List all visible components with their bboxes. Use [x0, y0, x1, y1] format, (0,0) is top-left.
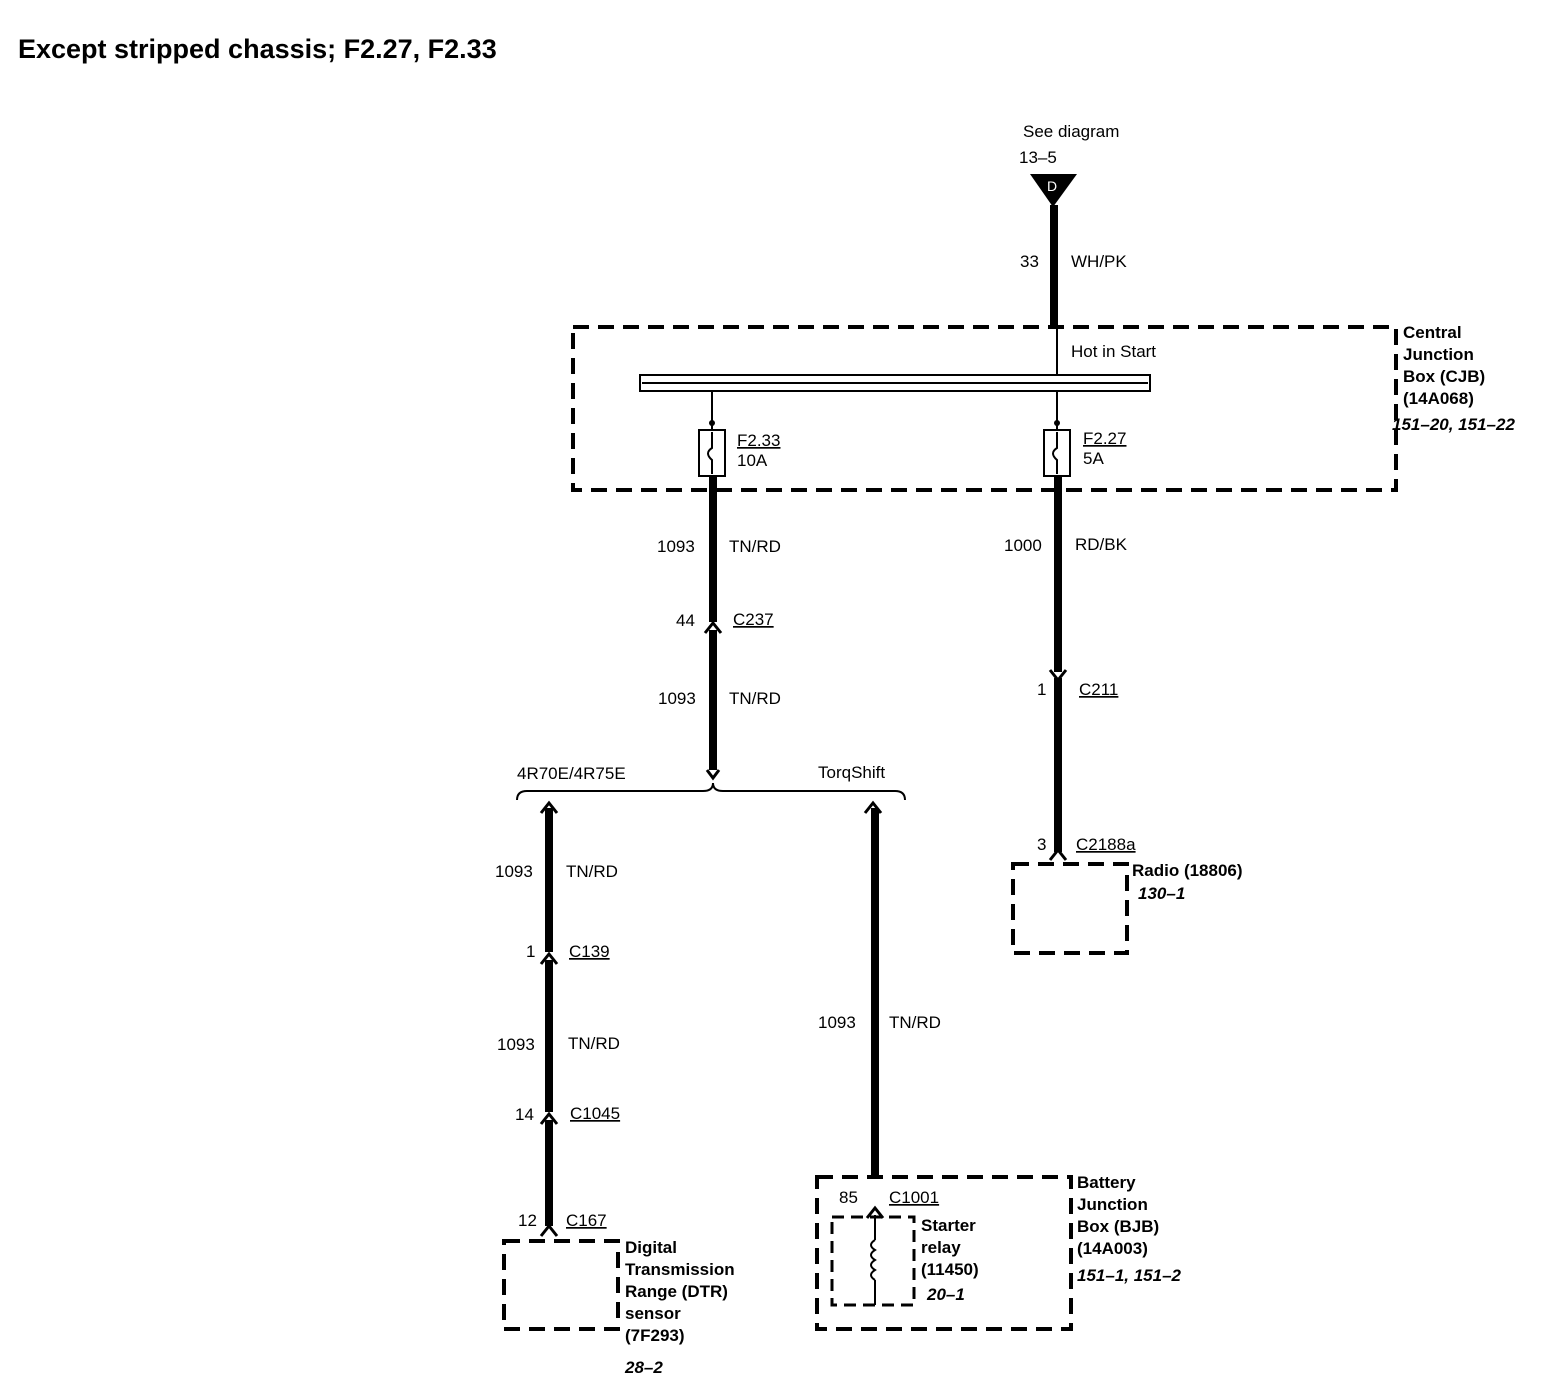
cjb-name-2: Junction	[1403, 345, 1474, 364]
splice-icon	[705, 769, 721, 781]
battery-junction-box	[815, 1175, 1073, 1331]
dtr-name-1: Digital	[625, 1238, 677, 1257]
option-brace	[516, 782, 906, 801]
connector-c139-pin: 1	[526, 942, 535, 961]
wire-1093-c-color: TN/RD	[566, 862, 618, 881]
fuse-f227-icon	[1052, 432, 1058, 474]
bus-label: Hot in Start	[1071, 342, 1156, 361]
wire-33-circuit: 33	[1020, 252, 1039, 271]
fuse-f227-id: F2.27	[1083, 429, 1126, 448]
wire-1000-color: RD/BK	[1075, 535, 1128, 554]
fuse-f233-id: F2.33	[737, 431, 780, 450]
connector-c167-name: C167	[566, 1211, 607, 1230]
wire-33-color: WH/PK	[1071, 252, 1127, 271]
dtr-name-5: (7F293)	[625, 1326, 685, 1345]
dtr-leg-top-icon	[539, 800, 559, 814]
starter-relay-box	[830, 1215, 916, 1307]
wire-1093-b-color: TN/RD	[729, 689, 781, 708]
connector-c1001-icon	[865, 1205, 885, 1219]
starter-name-3: (11450)	[921, 1260, 979, 1279]
radio-page: 130–1	[1138, 884, 1185, 903]
page-connector-icon	[1030, 174, 1077, 207]
cjb-name-4: (14A068)	[1403, 389, 1474, 408]
bjb-name-4: (14A003)	[1077, 1239, 1148, 1258]
fuse-f233-icon	[707, 432, 713, 474]
wire-1093-c-circuit: 1093	[495, 862, 533, 881]
radio-box	[1011, 862, 1129, 955]
wire-1093-a-circuit: 1093	[657, 537, 695, 556]
bjb-name-2: Junction	[1077, 1195, 1148, 1214]
connector-c2188a-name: C2188a	[1076, 835, 1136, 854]
connector-c1045-icon	[539, 1111, 559, 1125]
connector-c139-name: C139	[569, 942, 610, 961]
starter-page: 20–1	[926, 1285, 965, 1304]
radio-name: Radio (18806)	[1132, 861, 1243, 880]
wire-1093-e-circuit: 1093	[818, 1013, 856, 1032]
connector-c1045-name: C1045	[570, 1104, 620, 1123]
wire-1093-e-color: TN/RD	[889, 1013, 941, 1032]
bjb-pages: 151–1, 151–2	[1077, 1266, 1182, 1285]
connector-c1045-pin: 14	[515, 1105, 534, 1124]
option-right-label: TorqShift	[818, 763, 885, 782]
wire-1093-a-color: TN/RD	[729, 537, 781, 556]
cjb-name-1: Central	[1403, 323, 1462, 342]
starter-name-1: Starter	[921, 1216, 976, 1235]
page-connector-letter: D	[1047, 178, 1057, 194]
dtr-page: 28–2	[624, 1358, 663, 1377]
cjb-pages: 151–20, 151–22	[1392, 415, 1515, 434]
connector-c167-icon	[539, 1223, 559, 1237]
connector-c211-pin: 1	[1037, 680, 1046, 699]
connector-c1001-pin: 85	[839, 1188, 858, 1207]
bjb-name-1: Battery	[1077, 1173, 1136, 1192]
connector-c211-name: C211	[1079, 680, 1118, 699]
bjb-name-3: Box (BJB)	[1077, 1217, 1159, 1236]
connector-c1001-name: C1001	[889, 1188, 939, 1207]
fuse-f233-terminal	[709, 420, 715, 426]
fuse-f227-rating: 5A	[1083, 449, 1104, 468]
connector-c237-icon	[703, 620, 723, 634]
diagram-title: Except stripped chassis; F2.27, F2.33	[18, 34, 497, 64]
option-left-label: 4R70E/4R75E	[517, 764, 626, 783]
connector-c2188a-icon	[1048, 847, 1068, 861]
fuse-f227-terminal	[1054, 420, 1060, 426]
connector-c139-icon	[539, 951, 559, 965]
connector-c167-pin: 12	[518, 1211, 537, 1230]
connector-c237-name: C237	[733, 610, 774, 629]
dtr-name-3: Range (DTR)	[625, 1282, 728, 1301]
see-diagram-ref: 13–5	[1019, 148, 1057, 167]
central-junction-box	[571, 325, 1398, 492]
wire-1093-d-color: TN/RD	[568, 1034, 620, 1053]
dtr-name-2: Transmission	[625, 1260, 735, 1279]
relay-coil-icon	[870, 1239, 877, 1281]
connector-c237-pin: 44	[676, 611, 695, 630]
fuse-f233-rating: 10A	[737, 451, 768, 470]
wire-1000-circuit: 1000	[1004, 536, 1042, 555]
dtr-sensor-box	[502, 1239, 620, 1331]
wire-1093-b-circuit: 1093	[658, 689, 696, 708]
wire-1093-d-circuit: 1093	[497, 1035, 535, 1054]
see-diagram-label: See diagram	[1023, 122, 1119, 141]
dtr-name-4: sensor	[625, 1304, 681, 1323]
starter-name-2: relay	[921, 1238, 961, 1257]
connector-c2188a-pin: 3	[1037, 835, 1046, 854]
cjb-name-3: Box (CJB)	[1403, 367, 1485, 386]
